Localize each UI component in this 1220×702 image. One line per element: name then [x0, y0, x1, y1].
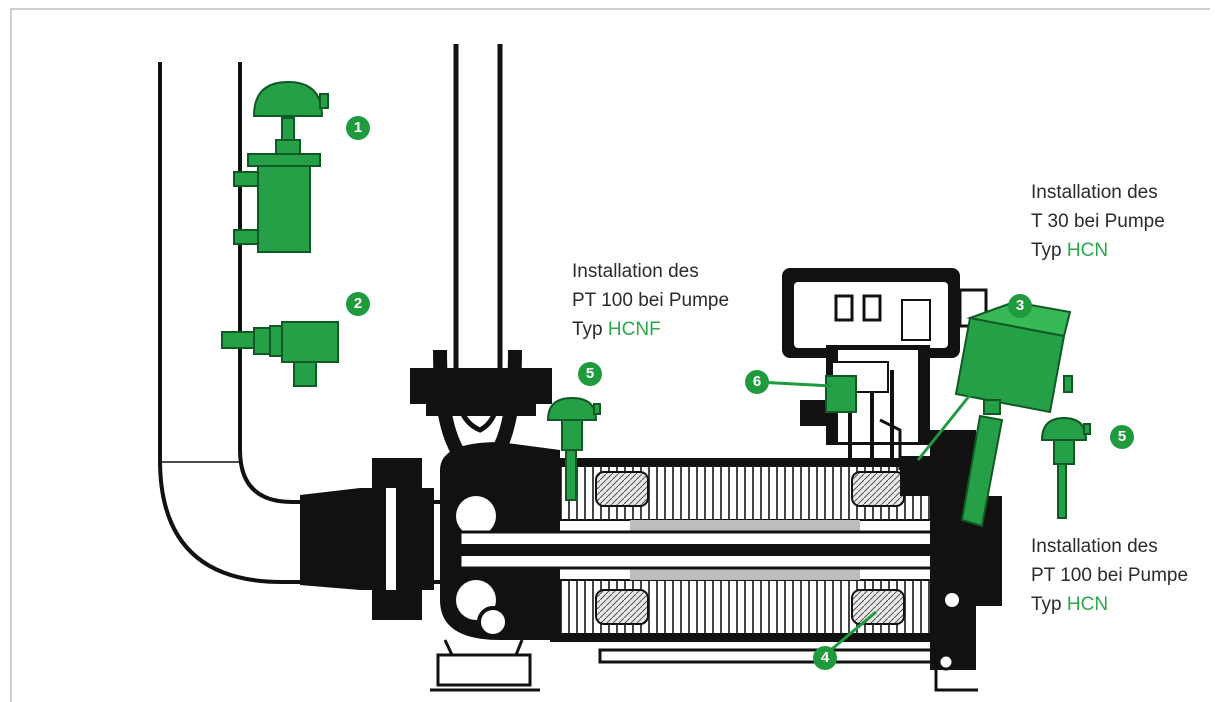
leader-4 — [825, 610, 877, 656]
marker-6: 6 — [745, 370, 769, 394]
label-t30-typ: Typ HCN — [1031, 236, 1165, 265]
sensor-5-hcn — [1040, 416, 1091, 519]
label-hcn-line2: PT 100 bei Pumpe — [1031, 565, 1189, 586]
typ-prefix: Typ — [572, 319, 603, 340]
label-t30-line1: Installation des — [1031, 182, 1158, 203]
label-hcn-typ: Typ HCN — [1031, 590, 1188, 619]
marker-5-hcn: 5 — [1110, 425, 1134, 449]
label-t30-line2: T 30 bei Pumpe — [1031, 211, 1165, 232]
marker-3: 3 — [1008, 294, 1032, 318]
sensor-5-hcnf — [546, 396, 601, 501]
typ-value: HCN — [1066, 594, 1109, 615]
suction-flange — [300, 458, 434, 620]
sensor-3 — [954, 300, 1073, 528]
impeller-housing — [436, 442, 560, 687]
label-hcn-pt100: Installation des PT 100 bei Pumpe Typ HC… — [1031, 532, 1188, 619]
sensor-2 — [221, 321, 339, 387]
end-cover — [900, 430, 1002, 692]
label-hcn-line1: Installation des — [1031, 536, 1158, 557]
typ-value: HCN — [1066, 240, 1109, 261]
sensor-6 — [757, 375, 857, 413]
typ-value: HCNF — [607, 319, 661, 340]
marker-2: 2 — [346, 292, 370, 316]
discharge-pipe — [410, 44, 552, 478]
label-hcn-t30: Installation des T 30 bei Pumpe Typ HCN — [1031, 178, 1165, 265]
frame-border — [10, 8, 1210, 702]
label-hcnf-pt100: Installation des PT 100 bei Pumpe Typ HC… — [572, 257, 729, 344]
label-hcnf-typ: Typ HCNF — [572, 315, 729, 344]
sensor-1 — [233, 80, 329, 253]
marker-1: 1 — [346, 116, 370, 140]
marker-4: 4 — [813, 646, 837, 670]
label-hcnf-line2: PT 100 bei Pumpe — [572, 290, 730, 311]
label-hcnf-line1: Installation des — [572, 261, 699, 282]
typ-prefix: Typ — [1031, 594, 1062, 615]
typ-prefix: Typ — [1031, 240, 1062, 261]
marker-5-hcnf: 5 — [578, 362, 602, 386]
